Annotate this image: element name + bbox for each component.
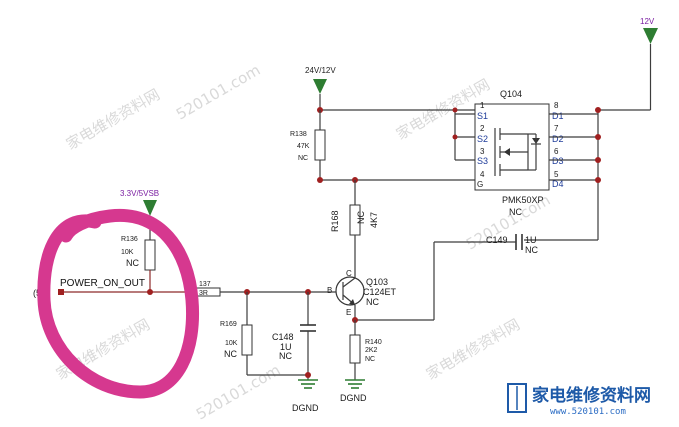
r138-note: NC [298,155,308,162]
resistor-r168: R168 4K7 NC [330,180,379,275]
q104-pin-1-num: 1 [480,101,485,110]
r168-ref: R168 [330,210,340,232]
mosfet-symbol-icon [494,128,541,176]
r137-ref: 137 [199,281,211,288]
watermark-num-1: 520101.com [173,61,263,124]
q104-pin-6-num: 6 [554,147,559,156]
rail-12v-label: 12V [640,17,655,26]
r168-note: NC [356,211,366,224]
rail-12v-arrow-icon [643,28,658,44]
r169-ref: R169 [220,321,237,328]
q103-pin-e: E [346,308,351,317]
q103-collector-leg [342,277,356,288]
q104-body [474,103,550,191]
q104-pin-2-name: S2 [477,134,488,144]
r136-value: 10K [121,249,134,256]
q103-emitter-arrow-icon [349,299,355,305]
r140-ref: R140 [365,339,382,346]
rail-33v-arrow-icon [143,200,157,216]
q104-pin-5-num: 5 [554,170,559,179]
gnd-r140-label: DGND [340,393,367,403]
q104-pin-1-name: S1 [477,111,488,121]
rail-24v-label: 24V/12V [305,66,336,75]
c149-value: 1U [525,235,537,245]
node-d2 [595,134,601,140]
watermark-cn-4: 家电维修资料网 [423,315,523,383]
c148-note: NC [279,351,292,361]
rail-24v-arrow-icon [313,79,327,94]
r140-value: 2K2 [365,347,378,354]
q104-pin-8-name: D1 [552,111,564,121]
gnd-c148-label: DGND [292,403,319,413]
q104-pin-7-name: D2 [552,134,564,144]
mosfet-q104: Q104 1 S1 2 S2 3 S3 4 G 8 D1 7 D2 6 D3 5… [474,89,564,217]
r140-body [349,334,361,364]
watermark-num-2: 520101.com [193,361,283,424]
logo-book-icon [507,383,527,413]
q104-part: PMK50XP [502,195,544,205]
node-d1 [595,107,601,113]
rail-33v-label: 3.3V/5VSB [120,189,159,198]
resistor-r138: R138 47K NC [290,110,326,180]
logo-title: 家电维修资料网 [532,385,651,406]
q104-pin-4-name: G [477,180,483,189]
r136-note: NC [126,258,139,268]
node-power-on-out [147,289,153,295]
q103-pin-b: B [327,286,332,295]
resistor-r140: R140 2K2 NC [349,320,382,380]
r169-note: NC [224,349,237,359]
r168-value: 4K7 [369,212,379,228]
transistor-q103: C B E Q103 C124ET NC [327,269,397,320]
q104-pin-5-name: D4 [552,179,564,189]
node-d4 [595,177,601,183]
site-logo: 家电维修资料网 www.520101.com [507,383,651,417]
capacitor-c148: C148 1U NC [272,292,316,380]
node-s-mid [452,134,458,140]
logo-url: www.520101.com [550,407,626,417]
c149-note: NC [525,245,538,255]
c148-ref: C148 [272,332,294,342]
q104-pin-4-num: 4 [480,170,485,179]
r138-value: 47K [297,143,310,150]
c149-ref: C149 [486,235,508,245]
q103-note: NC [366,297,379,307]
resistor-r169: R169 10K NC [220,292,308,376]
c148-value: 1U [280,342,292,352]
r136-body [144,239,156,271]
highlight-circle-annotation [37,208,200,399]
q103-part: C124ET [363,287,397,297]
r140-note: NC [365,356,375,363]
ground-c148: DGND [292,379,319,413]
r138-ref: R138 [290,131,307,138]
r137-value: 3R [199,290,208,297]
rail-12v: 12V [598,17,658,111]
node-d3 [595,157,601,163]
q104-pin-2-num: 2 [480,124,485,133]
q104-pin-8-num: 8 [554,101,559,110]
q104-pin-7-num: 7 [554,124,559,133]
net-left-fragment: (5 [33,288,41,298]
r169-value: 10K [225,340,238,347]
q104-pin-6-name: D3 [552,156,564,166]
rail-33v: 3.3V/5VSB R136 10K NC [120,189,159,292]
port-power-on-out-icon [58,289,64,295]
r169-body [241,324,253,356]
r138-body [314,129,326,161]
q104-pin-3-num: 3 [480,147,485,156]
q104-pin-3-name: S3 [477,156,488,166]
ground-r140: DGND [340,379,367,403]
node-s-top [452,107,458,113]
q103-pin-c: C [346,269,352,278]
q103-ref: Q103 [366,277,388,287]
q104-note: NC [509,207,522,217]
node-c148-gnd [305,372,311,378]
r136-ref: R136 [121,236,138,243]
net-power-on-out-label: POWER_ON_OUT [60,278,145,289]
watermark-cn-1: 家电维修资料网 [63,85,163,153]
node-gate-left [317,177,323,183]
q104-ref: Q104 [500,89,522,99]
capacitor-c149: C149 1U NC [433,234,598,320]
